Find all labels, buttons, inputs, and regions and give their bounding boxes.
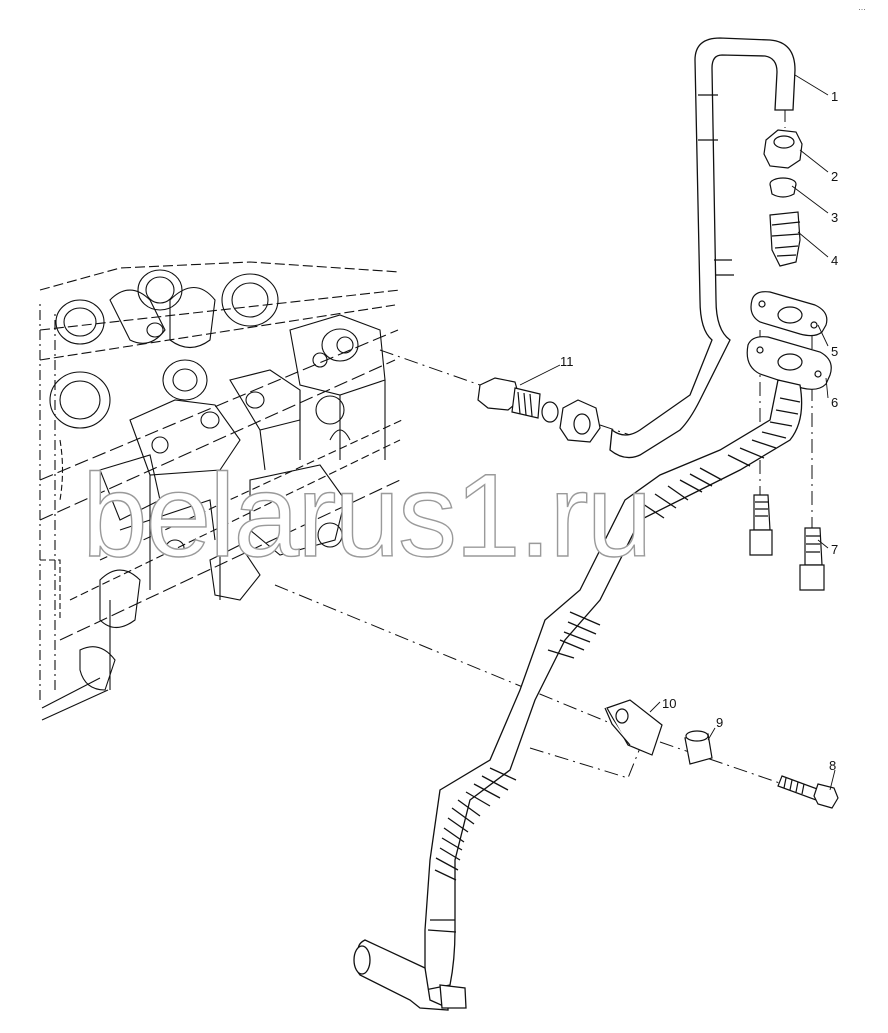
adapter-fitting-4 [769, 211, 801, 267]
part-label-1: 1 [831, 89, 838, 104]
oil-supply-pipe [609, 37, 796, 459]
part-label-11: 11 [560, 354, 574, 369]
spacer-bushing-9 [684, 730, 713, 765]
part-label-3: 3 [831, 210, 838, 225]
callout-labels: 1 2 3 4 5 6 7 8 9 10 11 [560, 89, 838, 773]
callout-leader-lines [519, 74, 836, 791]
bolt-8 [777, 775, 839, 809]
stud-bolts-7 [749, 494, 825, 591]
part-label-2: 2 [831, 169, 838, 184]
part-label-6: 6 [831, 395, 838, 410]
part-label-7: 7 [831, 542, 838, 557]
watermark-text: belarus1.ru [82, 450, 650, 582]
flange-6 [746, 336, 832, 390]
part-label-8: 8 [829, 758, 836, 773]
bracket-10 [604, 699, 663, 756]
hose-end-fitting [353, 939, 467, 1011]
sleeve-ring-3 [769, 177, 797, 198]
part-label-9: 9 [716, 715, 723, 730]
fitting-assembly-11 [477, 377, 601, 443]
union-nut-2 [763, 129, 803, 169]
oil-drain-hose [424, 379, 803, 991]
corner-mark: … [858, 3, 866, 12]
engine-block-drawing [39, 261, 403, 721]
part-label-4: 4 [831, 253, 838, 268]
part-label-10: 10 [662, 696, 676, 711]
part-label-5: 5 [831, 344, 838, 359]
gasket-5 [750, 291, 828, 337]
